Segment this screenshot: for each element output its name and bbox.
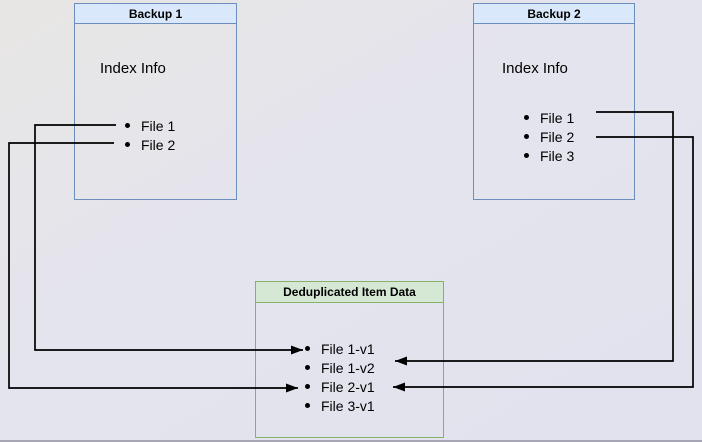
bullet-icon	[524, 115, 529, 120]
node-backup1-title: Backup 1	[128, 6, 183, 21]
node-backup1-header: Backup 1	[75, 4, 236, 24]
backup1-file1-label: File 1	[141, 117, 176, 134]
dedup-file3v1-label: File 3-v1	[321, 397, 375, 414]
list-item: File 1-v2	[305, 358, 375, 377]
backup2-file3-label: File 3	[540, 147, 575, 164]
bullet-icon	[524, 153, 529, 158]
list-item: File 3	[524, 146, 574, 165]
list-item: File 2-v1	[305, 377, 375, 396]
node-dedup-title: Deduplicated Item Data	[283, 285, 416, 299]
list-item: File 1-v1	[305, 339, 375, 358]
node-backup1: Backup 1	[74, 3, 237, 200]
list-item: File 1	[524, 108, 574, 127]
list-item: File 1	[125, 116, 175, 135]
list-item: File 3-v1	[305, 396, 375, 415]
backup2-file2-label: File 2	[540, 128, 575, 145]
backup1-file-list: File 1 File 2	[125, 116, 175, 154]
dedup-item-list: File 1-v1 File 1-v2 File 2-v1 File 3-v1	[305, 339, 375, 415]
bullet-icon	[305, 384, 310, 389]
dedup-file1v1-label: File 1-v1	[321, 340, 375, 357]
bullet-icon	[524, 134, 529, 139]
bullet-icon	[305, 403, 310, 408]
list-item: File 2	[524, 127, 574, 146]
bullet-icon	[305, 346, 310, 351]
node-backup2-header: Backup 2	[474, 4, 634, 24]
node-backup2: Backup 2	[473, 3, 635, 200]
bullet-icon	[125, 142, 130, 147]
dedup-file2v1-label: File 2-v1	[321, 378, 375, 395]
dedup-file1v2-label: File 1-v2	[321, 359, 375, 376]
bullet-icon	[305, 365, 310, 370]
list-item: File 2	[125, 135, 175, 154]
window-bottom-edge	[0, 440, 702, 442]
node-dedup-header: Deduplicated Item Data	[256, 282, 443, 303]
backup2-file1-label: File 1	[540, 109, 575, 126]
backup2-file-list: File 1 File 2 File 3	[524, 108, 574, 165]
backup2-index-info-label: Index Info	[502, 60, 568, 77]
backup1-index-info-label: Index Info	[100, 60, 166, 77]
bullet-icon	[125, 123, 130, 128]
node-backup2-title: Backup 2	[527, 6, 581, 21]
backup1-file2-label: File 2	[141, 136, 176, 153]
